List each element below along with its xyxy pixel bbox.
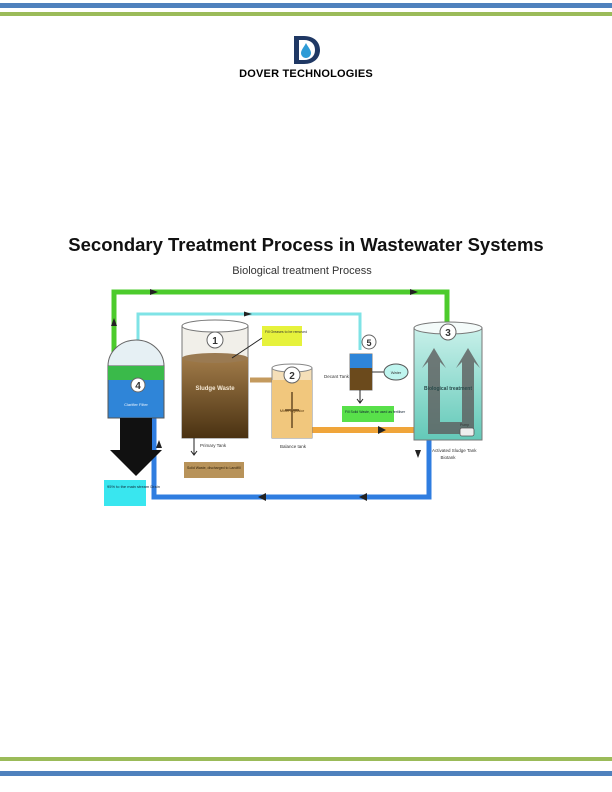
logo-water-drop-icon [301, 43, 311, 58]
primary-tank: 1 Sludge Waste [181, 319, 249, 439]
arrow-blue-bottom-2 [258, 493, 266, 501]
primary-number: 1 [212, 336, 218, 347]
document-title: Secondary Treatment Process in Wastewate… [68, 234, 544, 255]
arrow-orange [378, 426, 386, 434]
fertiliser-note: Fill Solid Waste, to be used as fertilis… [345, 410, 406, 414]
treatment-process-diagram: Biological treatment Process 4 Clarifier… [92, 262, 512, 514]
decant-number: 5 [366, 338, 371, 348]
header-band-green [0, 12, 612, 16]
fog-note-box [262, 326, 302, 346]
footer-band-green [0, 757, 612, 761]
arrow-green-top-1 [150, 289, 158, 295]
header-band-blue [0, 3, 612, 8]
arrow-blue-right [415, 450, 421, 458]
logo-d-shape [294, 36, 320, 64]
decant-tank: 5 [349, 334, 377, 391]
biotank-caption-2: Biotank [440, 455, 456, 460]
arrow-blue-bottom-1 [359, 493, 367, 501]
drain-note: 95% to the main stream Drain [107, 484, 160, 489]
water-label: Water [391, 370, 402, 375]
clarifier-label: Clarifier Filter [124, 402, 148, 407]
cyan-loop-pipe [136, 312, 362, 350]
primary-caption: Primary Tank [200, 443, 227, 448]
arrow-blue-left [156, 440, 162, 448]
balance-label: Mixer Agitator [280, 408, 305, 413]
balance-number: 2 [289, 371, 295, 382]
arrow-decant-down [356, 390, 364, 404]
primary-label: Sludge Waste [195, 386, 235, 392]
biological-label: Biological treatment [424, 386, 472, 392]
circulation-arrow [422, 348, 480, 434]
drain-note-box [104, 480, 146, 506]
arrow-green-left [111, 318, 117, 326]
clarifier-number: 4 [135, 381, 141, 392]
landfill-note-box [184, 462, 244, 478]
clarifier-drain-arrow [110, 418, 162, 476]
water-bubble [383, 363, 409, 381]
footer-band-blue [0, 771, 612, 776]
company-logo [291, 34, 321, 66]
biotank-caption-1: Activated Sludge Tank [432, 448, 477, 453]
clarifier-filter-tank: 4 Clarifier Filter [107, 339, 165, 419]
biological-number: 3 [445, 328, 451, 339]
pump-label: Pump [460, 423, 469, 427]
activated-sludge-biotank: 3 Biological treatment Pump [413, 321, 483, 441]
fertiliser-note-box [342, 406, 394, 422]
arrow-cyan-top [244, 311, 252, 317]
arrow-green-top-2 [410, 289, 418, 295]
arrow-primary-down [190, 438, 198, 456]
balance-caption: Balance tank [280, 444, 307, 449]
fog-note: Fill Greases to be removed [265, 330, 307, 334]
company-name: DOVER TECHNOLOGIES [239, 68, 373, 80]
decant-caption: Decant Tank [324, 374, 350, 379]
balance-tank: 2 Mixer Agitator [271, 363, 313, 439]
landfill-note: Solid Waste, discharged to Landfill [187, 466, 241, 470]
diagram-title: Biological treatment Process [232, 265, 372, 277]
fog-pointer-line [231, 337, 263, 359]
